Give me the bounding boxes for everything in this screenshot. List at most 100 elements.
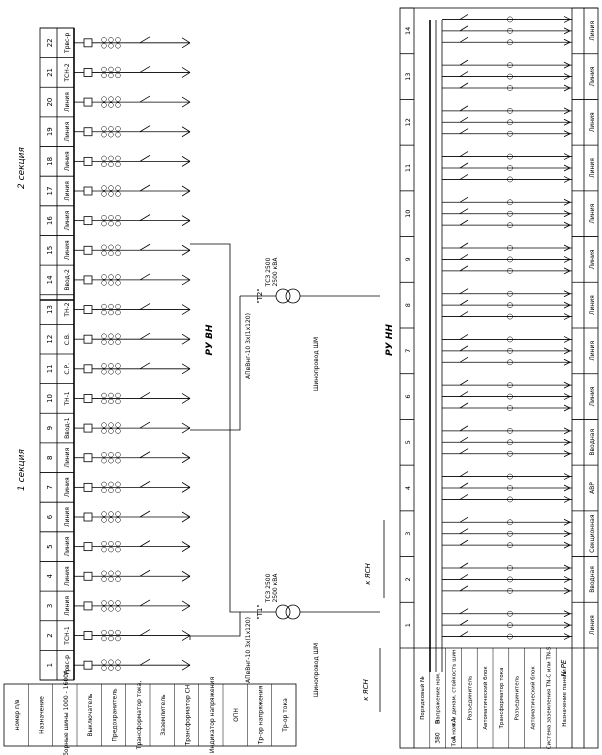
lv-panel-number: 1	[404, 623, 412, 627]
hv-panel-number: 13	[46, 305, 54, 314]
lv-panel-name: Линия	[589, 158, 596, 178]
cable-to-t2	[190, 296, 241, 431]
hv-feeder	[74, 243, 191, 256]
hv-legend-item: номер п/в	[14, 699, 21, 730]
lv-panel-number: 9	[404, 257, 412, 261]
hv-legend-item: Выключатель	[87, 693, 94, 737]
to-ksn-label-2: к ЯСН	[364, 563, 372, 585]
lv-feeder	[442, 334, 572, 366]
lv-panel-number: 6	[404, 395, 412, 399]
transformer-t1	[189, 604, 380, 640]
lv-feeder	[442, 151, 572, 183]
hv-panel-name: Ввод-2	[64, 269, 71, 291]
hv-panel-name: Линия	[64, 210, 71, 230]
ru-nn-label: РУ НН	[385, 324, 395, 356]
lv-panel-number: 3	[404, 532, 412, 536]
hv-feeder	[74, 392, 191, 405]
lv-panel-number: 10	[404, 210, 412, 218]
lv-panel-name: Линия	[589, 615, 596, 635]
lv-legend-item: Разъединитель	[467, 676, 473, 721]
lv-panel-number: 2	[404, 577, 412, 581]
t2-type: ТСЗ 2500	[265, 257, 272, 287]
hv-panel-number: 22	[46, 38, 54, 47]
lv-panel-name: Линия	[589, 249, 596, 269]
hv-panel-number: 1	[46, 663, 54, 667]
hv-panel-number: 9	[46, 426, 54, 430]
hv-feeder	[74, 184, 191, 197]
lv-dyn-unit: кА	[451, 717, 458, 726]
t2-kva: 2500 кВА	[272, 257, 279, 287]
lv-panel-name: Линия	[589, 21, 596, 41]
hv-feeder	[74, 510, 191, 523]
lv-feeder	[442, 608, 572, 640]
t1-kva: 2500 кВА	[272, 573, 279, 603]
hv-panel-name: С.Р.	[64, 363, 71, 375]
hv-panel-number: 4	[46, 574, 54, 579]
hv-panel-name: Линия	[64, 566, 71, 586]
hv-panel-name: Линия	[64, 121, 71, 141]
lv-legend-item: Автоматический блок	[482, 666, 489, 730]
lv-legend-item: Назначение панели	[562, 669, 568, 727]
hv-panel-name: Линия	[64, 151, 71, 171]
lv-voltage-unit: В	[435, 720, 442, 724]
hv-panel-number: 7	[46, 485, 54, 489]
lv-legend-item: Автоматический блок	[530, 666, 537, 730]
hv-feeder	[74, 66, 191, 79]
hv-feeder	[74, 273, 191, 286]
hv-legend-item: Сборные шины 1000 - 1600А	[63, 669, 70, 755]
hv-panel-name: Трвс-р	[64, 32, 71, 53]
hv-panel-number: 18	[46, 157, 54, 166]
hv-panel-name: ТСН-2	[64, 63, 71, 83]
hv-feeder	[74, 421, 191, 434]
hv-panel-number: 20	[46, 98, 54, 107]
hv-panel-number: 6	[46, 514, 54, 519]
lv-feeder	[442, 105, 572, 138]
hv-panel-name: Линия	[64, 596, 71, 616]
hv-feeders	[74, 36, 191, 671]
section-1-label: 1 секция	[17, 448, 27, 490]
lv-panel-number: 13	[404, 72, 412, 80]
hv-legend-item: Тр-ор тока	[282, 698, 289, 733]
hv-feeder	[74, 569, 191, 582]
lv-panel-number: 5	[404, 440, 412, 444]
lv-panel-name: Линия	[589, 66, 596, 86]
hv-panel-number: 11	[46, 364, 54, 373]
lv-switchgear-frame	[399, 7, 599, 749]
lv-legend-item: Напряжение ном.	[436, 672, 442, 724]
hv-legend-item: Индикатор напряжения	[209, 677, 216, 754]
hv-panel-name: ТСН-1	[64, 626, 71, 646]
hv-panel-number: 19	[46, 127, 54, 136]
lv-panel-number: 14	[404, 27, 412, 35]
lv-panel-name: Секционная	[589, 514, 596, 553]
lv-legend-item: Разъединитель	[515, 676, 521, 721]
cable-to-t1	[190, 243, 240, 613]
lv-feeder	[442, 516, 572, 549]
hv-feeder	[74, 540, 191, 553]
hv-feeder	[74, 36, 191, 49]
hv-feeder	[74, 629, 191, 642]
lv-feeder	[442, 14, 572, 46]
lv-legend-item: Порядковый №	[419, 676, 426, 720]
lv-legend-item: Система заземления TN-C или TN-S	[546, 646, 552, 749]
to-ksn-label-1: к ЯСН	[362, 679, 370, 701]
hv-panel-number: 15	[46, 246, 54, 255]
hv-panel-number: 8	[46, 455, 54, 459]
lv-feeder	[442, 471, 572, 503]
hv-panel-name: Ввод-1	[64, 417, 71, 439]
hv-feeder	[74, 658, 191, 671]
hv-panel-name: Линия	[64, 181, 71, 201]
n-label: N	[560, 671, 568, 677]
hv-panel-number: 12	[46, 335, 54, 344]
hv-feeder	[74, 125, 191, 138]
hv-panel-number: 14	[46, 275, 54, 284]
t1-mark: "Т1"	[256, 604, 264, 619]
lv-panel-number: 4	[404, 486, 412, 490]
hv-panel-number: 5	[46, 544, 54, 548]
lv-panel-name: Вводная	[589, 566, 596, 593]
lv-panel-name: Линия	[589, 112, 596, 132]
hv-panel-number: 16	[46, 216, 54, 225]
hv-feeder	[74, 481, 191, 494]
lv-feeder	[442, 379, 572, 412]
